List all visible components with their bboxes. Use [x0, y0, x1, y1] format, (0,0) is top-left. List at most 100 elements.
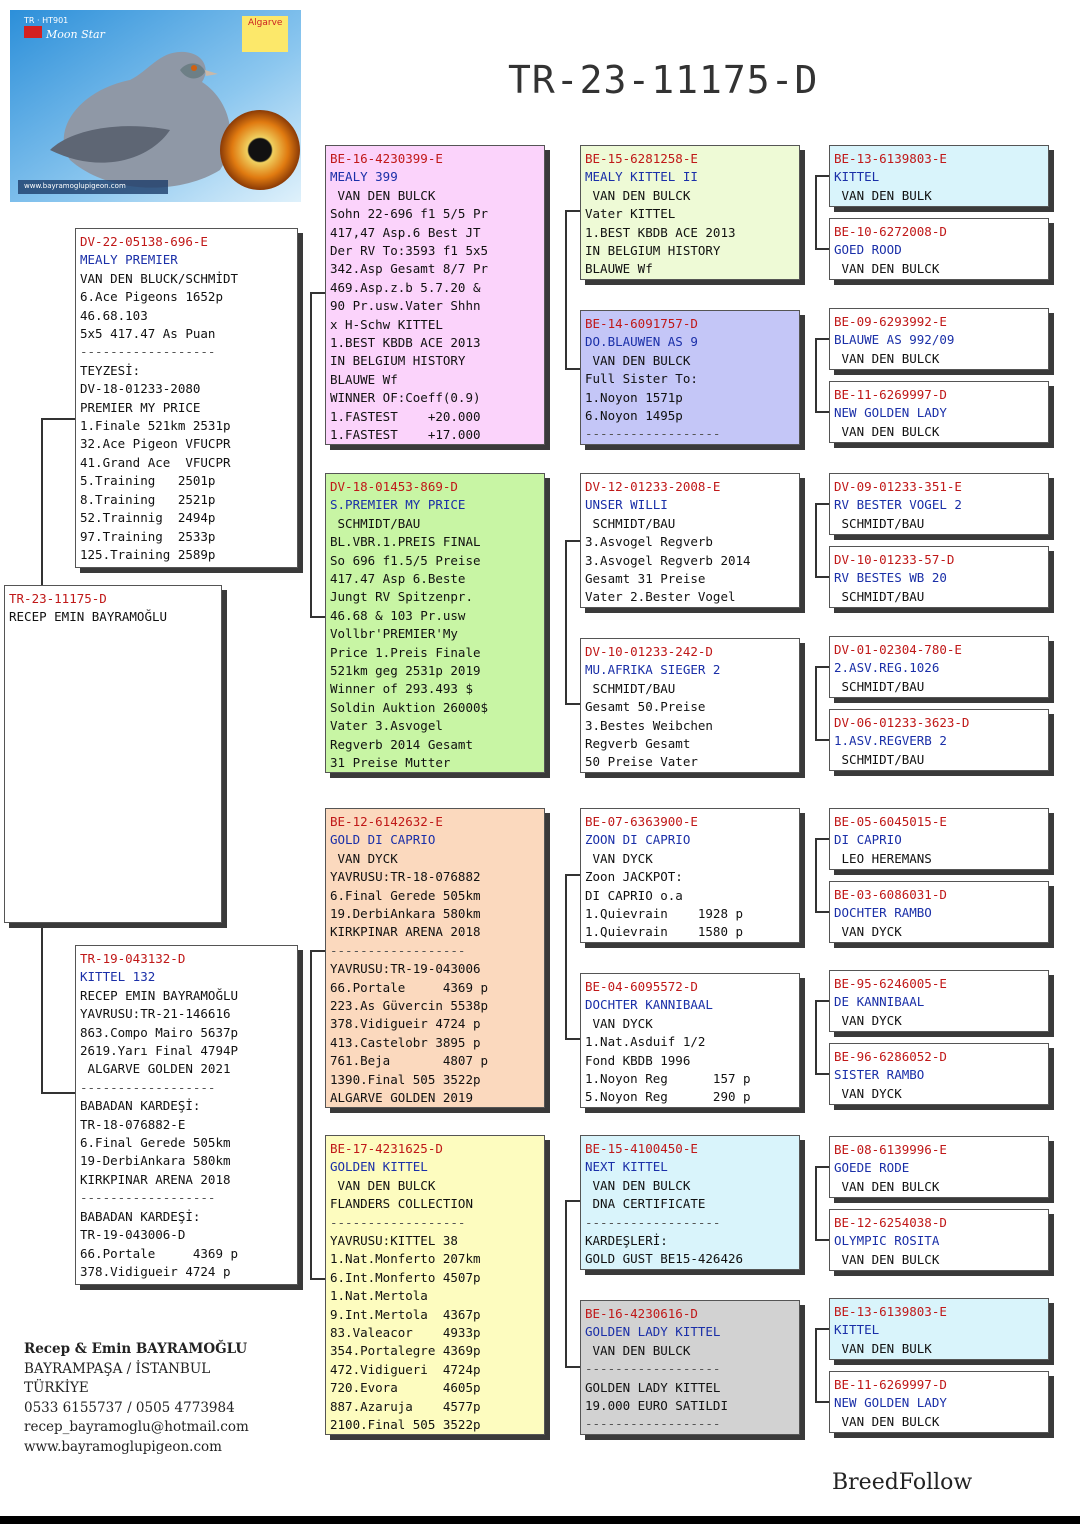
logo-subtitle: Moon Star	[46, 28, 105, 41]
pedigree-line: 5x5 417.47 As Puan	[80, 326, 216, 342]
pedigree-line: LEO HEREMANS	[834, 850, 932, 866]
pedigree-line: VAN DEN BLUCK/SCHMİDT	[80, 270, 239, 286]
pedigree-line: VAN DEN BULCK	[834, 1178, 940, 1194]
pedigree-line: WINNER OF:Coeff(0.9)	[330, 390, 481, 406]
pedigree-line: 887.Azaruja 4577p	[330, 1398, 481, 1414]
pedigree-line: Vater KITTEL	[585, 206, 676, 222]
pedigree-line: KIRKPINAR ARENA 2018	[330, 924, 481, 940]
pedigree-line: 46.68 & 103 Pr.usw	[330, 607, 466, 623]
pedigree-line: Jungt RV Spitzenpr.	[330, 589, 473, 605]
pedigree-line: 6.Ace Pigeons 1652p	[80, 289, 223, 305]
owner-city: BAYRAMPAŞA / İSTANBUL	[24, 1360, 211, 1377]
pedigree-line: BLAUWE Wf	[585, 261, 653, 277]
pedigree-line: Der RV To:3593 f1 5x5	[330, 243, 489, 259]
pedigree-line: 6.Noyon 1495p	[585, 408, 683, 424]
pedigree-line: ------------------	[585, 1416, 721, 1432]
pedigree-line: PREMIER MY PRICE	[80, 399, 201, 415]
pedigree-line: YAVRUSU:TR-18-076882	[330, 869, 481, 885]
ring-number: DV-10-01233-242-D	[585, 644, 713, 659]
dam-dam-box: BE-17-4231625-D GOLDEN KITTEL VAN DEN BUL…	[325, 1135, 545, 1435]
pedigree-line: 83.Valeacor 4933p	[330, 1325, 481, 1341]
pedigree-line: VAN DEN BULCK	[330, 1177, 436, 1193]
pedigree-line: SCHMIDT/BAU	[834, 751, 925, 767]
pedigree-line: 97.Training 2533p	[80, 528, 216, 544]
pedigree-line: 417.47 Asp 6.Beste	[330, 571, 466, 587]
pedigree-title: TR-23-11175-D	[508, 58, 819, 102]
pedigree-line: VAN DEN BULCK	[834, 1413, 940, 1429]
pedigree-line: 354.Portalegre 4369p	[330, 1343, 481, 1359]
pigeon-name: GOLDEN KITTEL	[330, 1159, 428, 1175]
pedigree-line: 3.Bestes Weibchen	[585, 717, 713, 733]
pedigree-line: VAN DEN BULCK	[585, 187, 691, 203]
gg-box-6: DV-10-01233-57-D RV BESTES WB 20 SCHMIDT/…	[829, 546, 1049, 608]
pigeon-name: S.PREMIER MY PRICE	[330, 497, 466, 513]
pedigree-line: TR-18-076882-E	[80, 1116, 186, 1132]
pedigree-line: Gesamt 50.Preise	[585, 699, 706, 715]
ring-number: BE-08-6139996-E	[834, 1142, 947, 1157]
ring-number: DV-10-01233-57-D	[834, 552, 955, 567]
pedigree-line: VAN DEN BULCK	[585, 1342, 691, 1358]
pedigree-line: VAN DEN BULCK	[585, 352, 691, 368]
pedigree-line: VAN DYCK	[834, 1012, 902, 1028]
pedigree-line: ------------------	[330, 1214, 466, 1230]
ring-number: BE-17-4231625-D	[330, 1141, 443, 1156]
pedigree-line: VAN DEN BULCK	[834, 350, 940, 366]
pigeon-name: 1.ASV.REGVERB 2	[834, 733, 947, 749]
pedigree-line: 1.Nat.Mertola	[330, 1288, 428, 1304]
pedigree-line: 6.Final Gerede 505km	[80, 1135, 231, 1151]
pigeon-name: 2.ASV.REG.1026	[834, 660, 940, 676]
pedigree-line: SCHMIDT/BAU	[585, 680, 676, 696]
ring-number: BE-07-6363900-E	[585, 814, 698, 829]
ring-number: DV-06-01233-3623-D	[834, 715, 970, 730]
ring-number: BE-95-6246005-E	[834, 976, 947, 991]
pedigree-line: 66.Portale 4369 p	[330, 979, 489, 995]
pigeon-name: RV BESTES WB 20	[834, 570, 947, 586]
pedigree-line: Sohn 22-696 f1 5/5 Pr	[330, 206, 489, 222]
ring-number: BE-15-4100450-E	[585, 1141, 698, 1156]
pedigree-line: ------------------	[585, 1361, 721, 1377]
pigeon-name: DE KANNIBAAL	[834, 994, 925, 1010]
ring-number: DV-12-01233-2008-E	[585, 479, 721, 494]
pedigree-line: 863.Compo Mairo 5637p	[80, 1024, 239, 1040]
pedigree-line: 3.Asvogel Regverb 2014	[585, 552, 751, 568]
pedigree-line: 761.Beja 4807 p	[330, 1053, 489, 1069]
pigeon-name: DI CAPRIO	[834, 832, 902, 848]
pedigree-line: So 696 f1.5/5 Preise	[330, 552, 481, 568]
pigeon-name: NEW GOLDEN LADY	[834, 405, 947, 421]
pedigree-line: VAN DYCK	[834, 1085, 902, 1101]
pigeon-name: KITTEL	[834, 1322, 880, 1338]
pedigree-line: KARDEŞLERİ:	[585, 1233, 668, 1249]
pedigree-line: SCHMIDT/BAU	[834, 588, 925, 604]
pedigree-line: 417,47 Asp.6 Best JT	[330, 224, 481, 240]
ring-number: DV-09-01233-351-E	[834, 479, 962, 494]
pedigree-line: x H-Schw KITTEL	[330, 316, 443, 332]
ring-number: BE-03-6086031-D	[834, 887, 947, 902]
pedigree-line: Zoon JACKPOT:	[585, 869, 683, 885]
pigeon-name: KITTEL	[834, 169, 880, 185]
pedigree-line: VAN DYCK	[834, 923, 902, 939]
pedigree-line: 378.Vidigueir 4724 p	[330, 1016, 481, 1032]
pedigree-line: 31 Preise Mutter	[330, 755, 451, 771]
pedigree-line: GOLD GUST BE15-426426	[585, 1251, 744, 1267]
pedigree-line: GOLDEN LADY KITTEL	[585, 1379, 721, 1395]
pigeon-name: KITTEL 132	[80, 969, 156, 985]
pedigree-line: Gesamt 31 Preise	[585, 571, 706, 587]
pedigree-line: 19.000 EURO SATILDI	[585, 1398, 728, 1414]
pigeon-name: OLYMPIC ROSITA	[834, 1233, 940, 1249]
